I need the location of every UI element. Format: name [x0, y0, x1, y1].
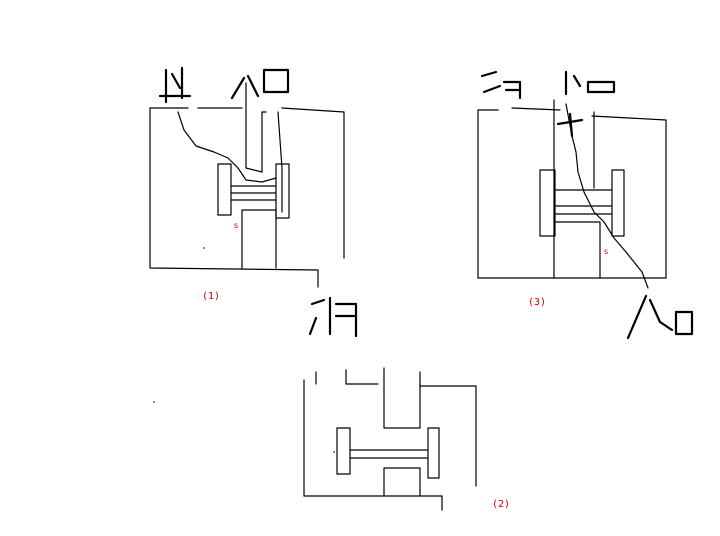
stray-dot [333, 451, 335, 453]
piston-plate-right [275, 163, 290, 219]
outlet-tube [553, 99, 595, 279]
figure-2: (2) [303, 367, 510, 511]
s-marker: s [234, 221, 238, 230]
figure-label: (3) [528, 297, 546, 308]
figure-1: s (1) [149, 66, 358, 338]
figure-label: (2) [492, 499, 510, 510]
outlet-flow-line [177, 111, 277, 183]
piston-rod [349, 449, 429, 459]
piston-plate-left [336, 427, 351, 475]
outlet-handwriting [158, 66, 192, 104]
outlet-flow-line [565, 103, 649, 289]
stray-dot [203, 247, 205, 249]
piston-rod [230, 185, 277, 201]
piston-plate-right [427, 427, 440, 479]
upper-inlet [383, 367, 421, 429]
stray-dot [153, 401, 155, 403]
piston-plate-left [217, 163, 232, 216]
lower-chamber [383, 467, 421, 497]
outlet-handwriting [556, 70, 616, 138]
piston-handwriting [308, 296, 358, 338]
housing-outline [149, 107, 345, 288]
lower-chamber [553, 221, 601, 279]
inlet-handwriting [626, 294, 694, 340]
housing-outline [303, 369, 477, 511]
figure-label: (1) [202, 291, 220, 302]
figure-3: s (3) [477, 70, 694, 340]
lower-chamber [241, 209, 277, 269]
housing-outline [477, 107, 667, 279]
piston-rod [554, 189, 613, 215]
piston-plate-left [539, 169, 556, 237]
s-marker: s [604, 247, 608, 256]
outlet-handwriting [480, 70, 522, 100]
piston-plate-right [611, 169, 625, 237]
inlet-handwriting [230, 68, 290, 100]
inlet-tube [245, 82, 283, 213]
